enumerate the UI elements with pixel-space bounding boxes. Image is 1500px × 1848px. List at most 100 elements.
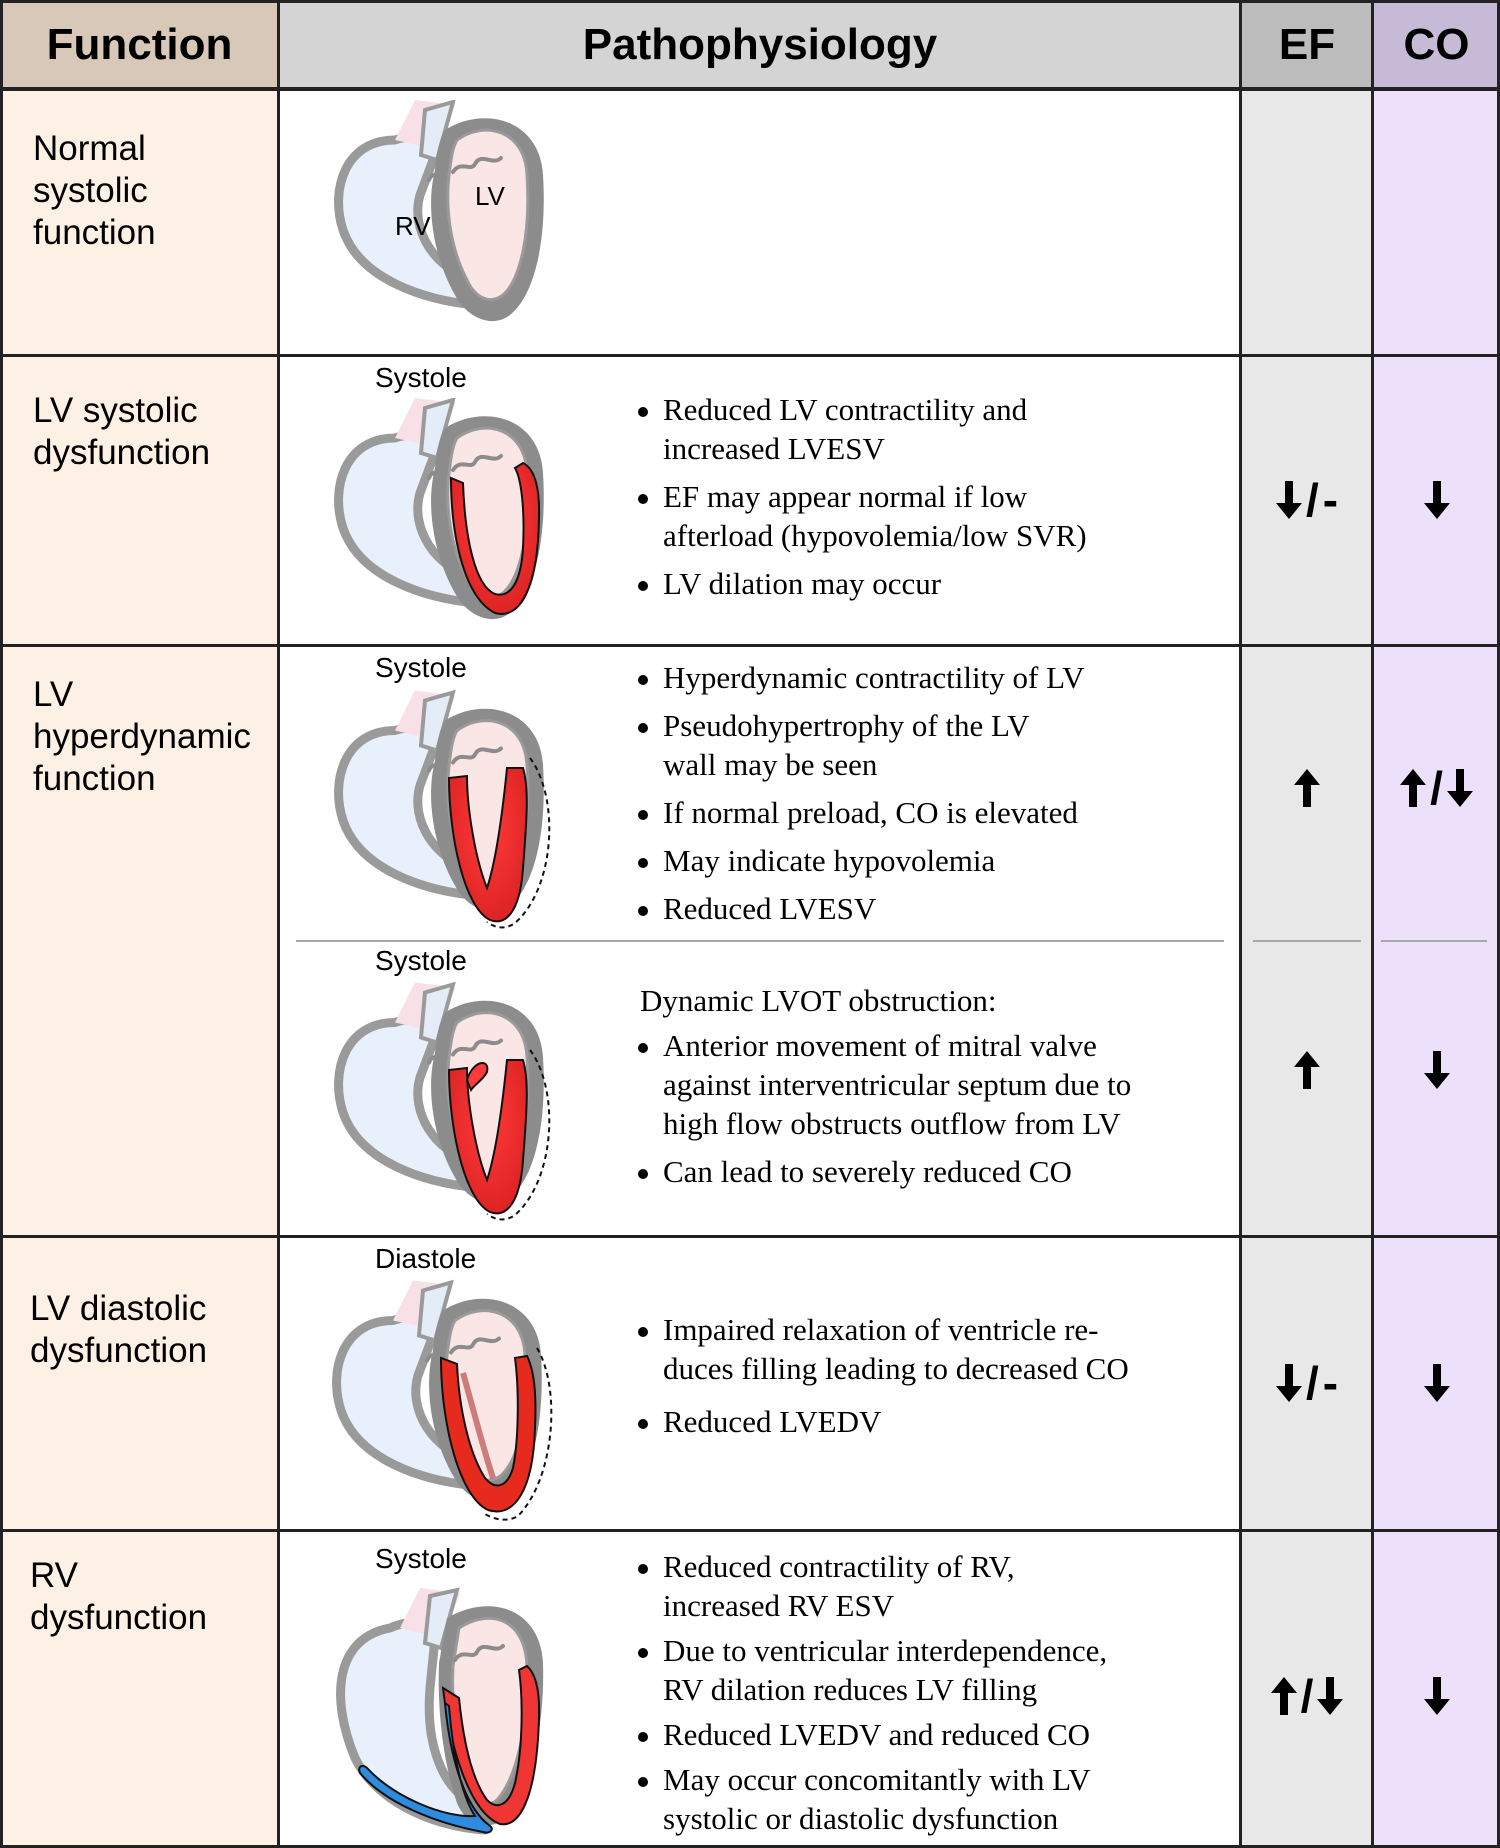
arrow-down-icon <box>1275 1364 1302 1402</box>
phase-label: Systole <box>375 945 467 976</box>
bullets-lv-diastolic: Impaired relaxation of ventricle re-duce… <box>636 1310 1129 1450</box>
bullet-line: EF may appear normal if low <box>663 479 1028 514</box>
co-lvot-obstruction <box>1373 1030 1500 1110</box>
co-lv-diastolic <box>1373 1343 1500 1423</box>
grid-col-2 <box>1239 0 1242 1848</box>
ef-lv-systolic: /- <box>1241 460 1373 540</box>
arrow-separator: / <box>1430 762 1443 814</box>
bullet-line: against interventricular septum due to <box>663 1067 1132 1102</box>
bullet-line: systolic or diastolic dysfunction <box>663 1801 1059 1836</box>
heart-lvot-obstruction-illustration <box>320 980 551 1221</box>
bullet-line: increased LVESV <box>663 431 885 466</box>
grid-row-1 <box>0 354 1500 357</box>
bullet-item: Reduced LV contractility and increased LV… <box>636 390 1087 468</box>
function-line: dysfunction <box>30 1598 208 1637</box>
pathophysiology-column <box>279 89 1241 1848</box>
arrow-down-icon <box>1423 481 1450 519</box>
unchanged-dash: - <box>1322 1357 1339 1409</box>
header-co-label: CO <box>1403 19 1470 69</box>
bullet-line: Reduced LV contractility and <box>663 392 1028 427</box>
bullet-line: Impaired relaxation of ventricle re- <box>663 1312 1099 1347</box>
bullets-lv-systolic: Reduced LV contractility and increased LV… <box>636 390 1087 612</box>
function-line: Normal <box>33 129 146 168</box>
bullet-item: Due to ventricular interdependence, RV di… <box>636 1631 1107 1709</box>
arrow-separator: / <box>1300 1670 1314 1722</box>
header-pathophysiology: Pathophysiology <box>279 0 1241 89</box>
function-lv-hyperdynamic: LV hyperdynamic function <box>3 674 277 800</box>
lv-label: LV <box>475 181 506 211</box>
grid-row-3 <box>0 1235 1500 1238</box>
bullet-item: If normal preload, CO is elevated <box>636 793 1085 832</box>
bullet-line: Due to ventricular interdependence, <box>663 1633 1108 1668</box>
ef-lv-diastolic: /- <box>1241 1343 1373 1423</box>
ef-lvot-obstruction <box>1241 1030 1373 1110</box>
bullet-line: Reduced LVESV <box>663 891 877 926</box>
phase-label: Systole <box>375 362 467 393</box>
grid-col-1 <box>277 0 280 1848</box>
ef-column <box>1241 89 1373 1848</box>
function-line: LV diastolic <box>30 1289 207 1328</box>
hyperdynamic-divider-path <box>296 940 1224 942</box>
function-line: dysfunction <box>30 1331 208 1370</box>
bullet-item: Anterior movement of mitral valve against… <box>636 1026 1131 1143</box>
arrow-down-icon <box>1423 1677 1450 1715</box>
bullet-line: increased RV ESV <box>663 1588 895 1623</box>
function-normal: Normal systolic function <box>3 128 277 254</box>
arrow-down-icon <box>1423 1051 1450 1089</box>
heart-lv-diastolic-illustration <box>318 1278 553 1521</box>
bullet-item: Reduced LVESV <box>636 889 1085 928</box>
function-line: dysfunction <box>33 433 211 472</box>
bullet-item: Reduced LVEDV and reduced CO <box>636 1715 1107 1754</box>
bullet-line: If normal preload, CO is elevated <box>663 795 1078 830</box>
phase-label: Systole <box>375 652 467 683</box>
bullet-item: Reduced contractility of RV,increased RV… <box>636 1547 1107 1625</box>
phase-label: Systole <box>375 1543 467 1574</box>
arrow-up-icon <box>1294 1051 1320 1089</box>
header-function-label: Function <box>46 19 233 69</box>
heart-normal-illustration: RV LV <box>320 100 570 340</box>
bullet-item: LV dilation may occur <box>636 564 1087 603</box>
bullet-line: Pseudohypertrophy of the LV <box>663 708 1030 743</box>
function-line: function <box>33 759 156 798</box>
function-line: RV <box>30 1556 78 1595</box>
co-rv <box>1373 1656 1500 1736</box>
unchanged-dash: - <box>1322 474 1339 526</box>
co-column <box>1373 89 1500 1848</box>
heart-lv-systolic-illustration <box>320 398 570 638</box>
grid-border-bottom <box>0 1845 1500 1848</box>
grid-border-right <box>1497 0 1500 1848</box>
arrow-down-icon <box>1423 1364 1450 1402</box>
arrow-separator: / <box>1305 474 1319 526</box>
function-line: LV <box>33 675 74 714</box>
header-ef-label: EF <box>1278 19 1336 69</box>
function-lv-systolic: LV systolic dysfunction <box>3 390 277 474</box>
arrow-down-icon <box>1317 1677 1344 1715</box>
heart-rv-dysfunction-illustration <box>336 1587 544 1835</box>
bullets-rv: Reduced contractility of RV,increased RV… <box>636 1547 1107 1847</box>
grid-row-2 <box>0 644 1500 647</box>
function-line: function <box>33 213 156 252</box>
bullet-line: Hyperdynamic contractility of LV <box>663 660 1085 695</box>
bullet-line: Reduced LVEDV and reduced CO <box>663 1717 1091 1752</box>
function-lv-diastolic: LV diastolic dysfunction <box>0 1288 277 1372</box>
bullets-intro: Dynamic LVOT obstruction: <box>640 983 997 1018</box>
co-lv-systolic <box>1373 460 1500 540</box>
bullet-line: May indicate hypovolemia <box>663 843 996 878</box>
function-line: LV systolic <box>33 391 198 430</box>
arrow-separator: / <box>1305 1357 1319 1409</box>
bullet-item: Impaired relaxation of ventricle re-duce… <box>636 1310 1129 1388</box>
bullet-line: Reduced LVEDV <box>663 1404 882 1439</box>
arrow-down-icon <box>1275 481 1302 519</box>
bullet-item: May indicate hypovolemia <box>636 841 1085 880</box>
ef-lv-hyperdynamic <box>1241 748 1373 828</box>
header-pathophysiology-label: Pathophysiology <box>582 19 938 69</box>
arrow-up-icon <box>1270 1677 1297 1715</box>
bullet-line: Anterior movement of mitral valve <box>663 1028 1097 1063</box>
hyperdynamic-divider-co <box>1381 940 1487 942</box>
bullet-line: RV dilation reduces LV filling <box>663 1672 1038 1707</box>
bullets-lvot-obstruction: Dynamic LVOT obstruction: Anterior movem… <box>638 981 1131 1200</box>
bullet-item: Hyperdynamic contractility of LV <box>636 658 1085 697</box>
